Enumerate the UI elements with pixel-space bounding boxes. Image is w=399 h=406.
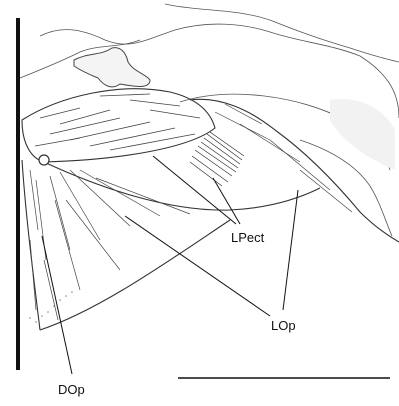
stipple-dot (71, 291, 73, 293)
skull-outline-2 (40, 24, 360, 56)
striation (100, 94, 150, 96)
striation (130, 100, 180, 106)
striation (80, 170, 160, 216)
striation (240, 124, 300, 162)
stipple-dot (65, 295, 67, 297)
leader-dop (42, 236, 72, 374)
striation (300, 170, 352, 212)
striation (44, 260, 58, 320)
striation (192, 156, 228, 182)
leader-lpect-1 (153, 156, 236, 224)
striation (50, 118, 120, 134)
dense-striations (190, 132, 244, 186)
leader-lines (42, 156, 298, 374)
skull-outline-1 (165, 4, 399, 62)
striation (210, 132, 244, 156)
striation (215, 112, 270, 140)
stipple-dot (35, 321, 37, 323)
shaded-region (330, 99, 395, 170)
striation (96, 178, 190, 214)
leader-lpect-2 (213, 178, 240, 224)
striation (110, 134, 195, 150)
label-dop: DOp (58, 382, 85, 397)
striation (201, 142, 238, 168)
striation (270, 140, 330, 190)
stipple-dot (29, 317, 31, 319)
striation (40, 108, 80, 118)
striation (66, 200, 120, 270)
stipple-dot (53, 305, 55, 307)
striation (50, 176, 70, 250)
striation (70, 122, 150, 140)
striation (60, 172, 100, 240)
gill-cover-curve (40, 220, 230, 330)
hyomandibular-bone (74, 48, 150, 87)
stipple-dot (59, 299, 61, 301)
striation (90, 128, 175, 146)
leader-lop-2 (283, 190, 298, 310)
striation (30, 170, 38, 230)
midline-bar (16, 18, 20, 370)
striation (35, 138, 80, 146)
striation (150, 110, 200, 118)
pivot-ring (39, 155, 49, 165)
striation (225, 104, 262, 124)
levator-pectoralis-outline (22, 89, 215, 162)
stipple-dot (47, 311, 49, 313)
stipple-dot (41, 315, 43, 317)
operculum-lower-edge (44, 162, 320, 210)
label-lpect: LPect (231, 230, 265, 245)
dilator-operculi-outline (22, 160, 40, 330)
striation (198, 146, 236, 172)
label-lop: LOp (271, 318, 296, 333)
striation (70, 170, 130, 226)
striation (30, 240, 36, 310)
